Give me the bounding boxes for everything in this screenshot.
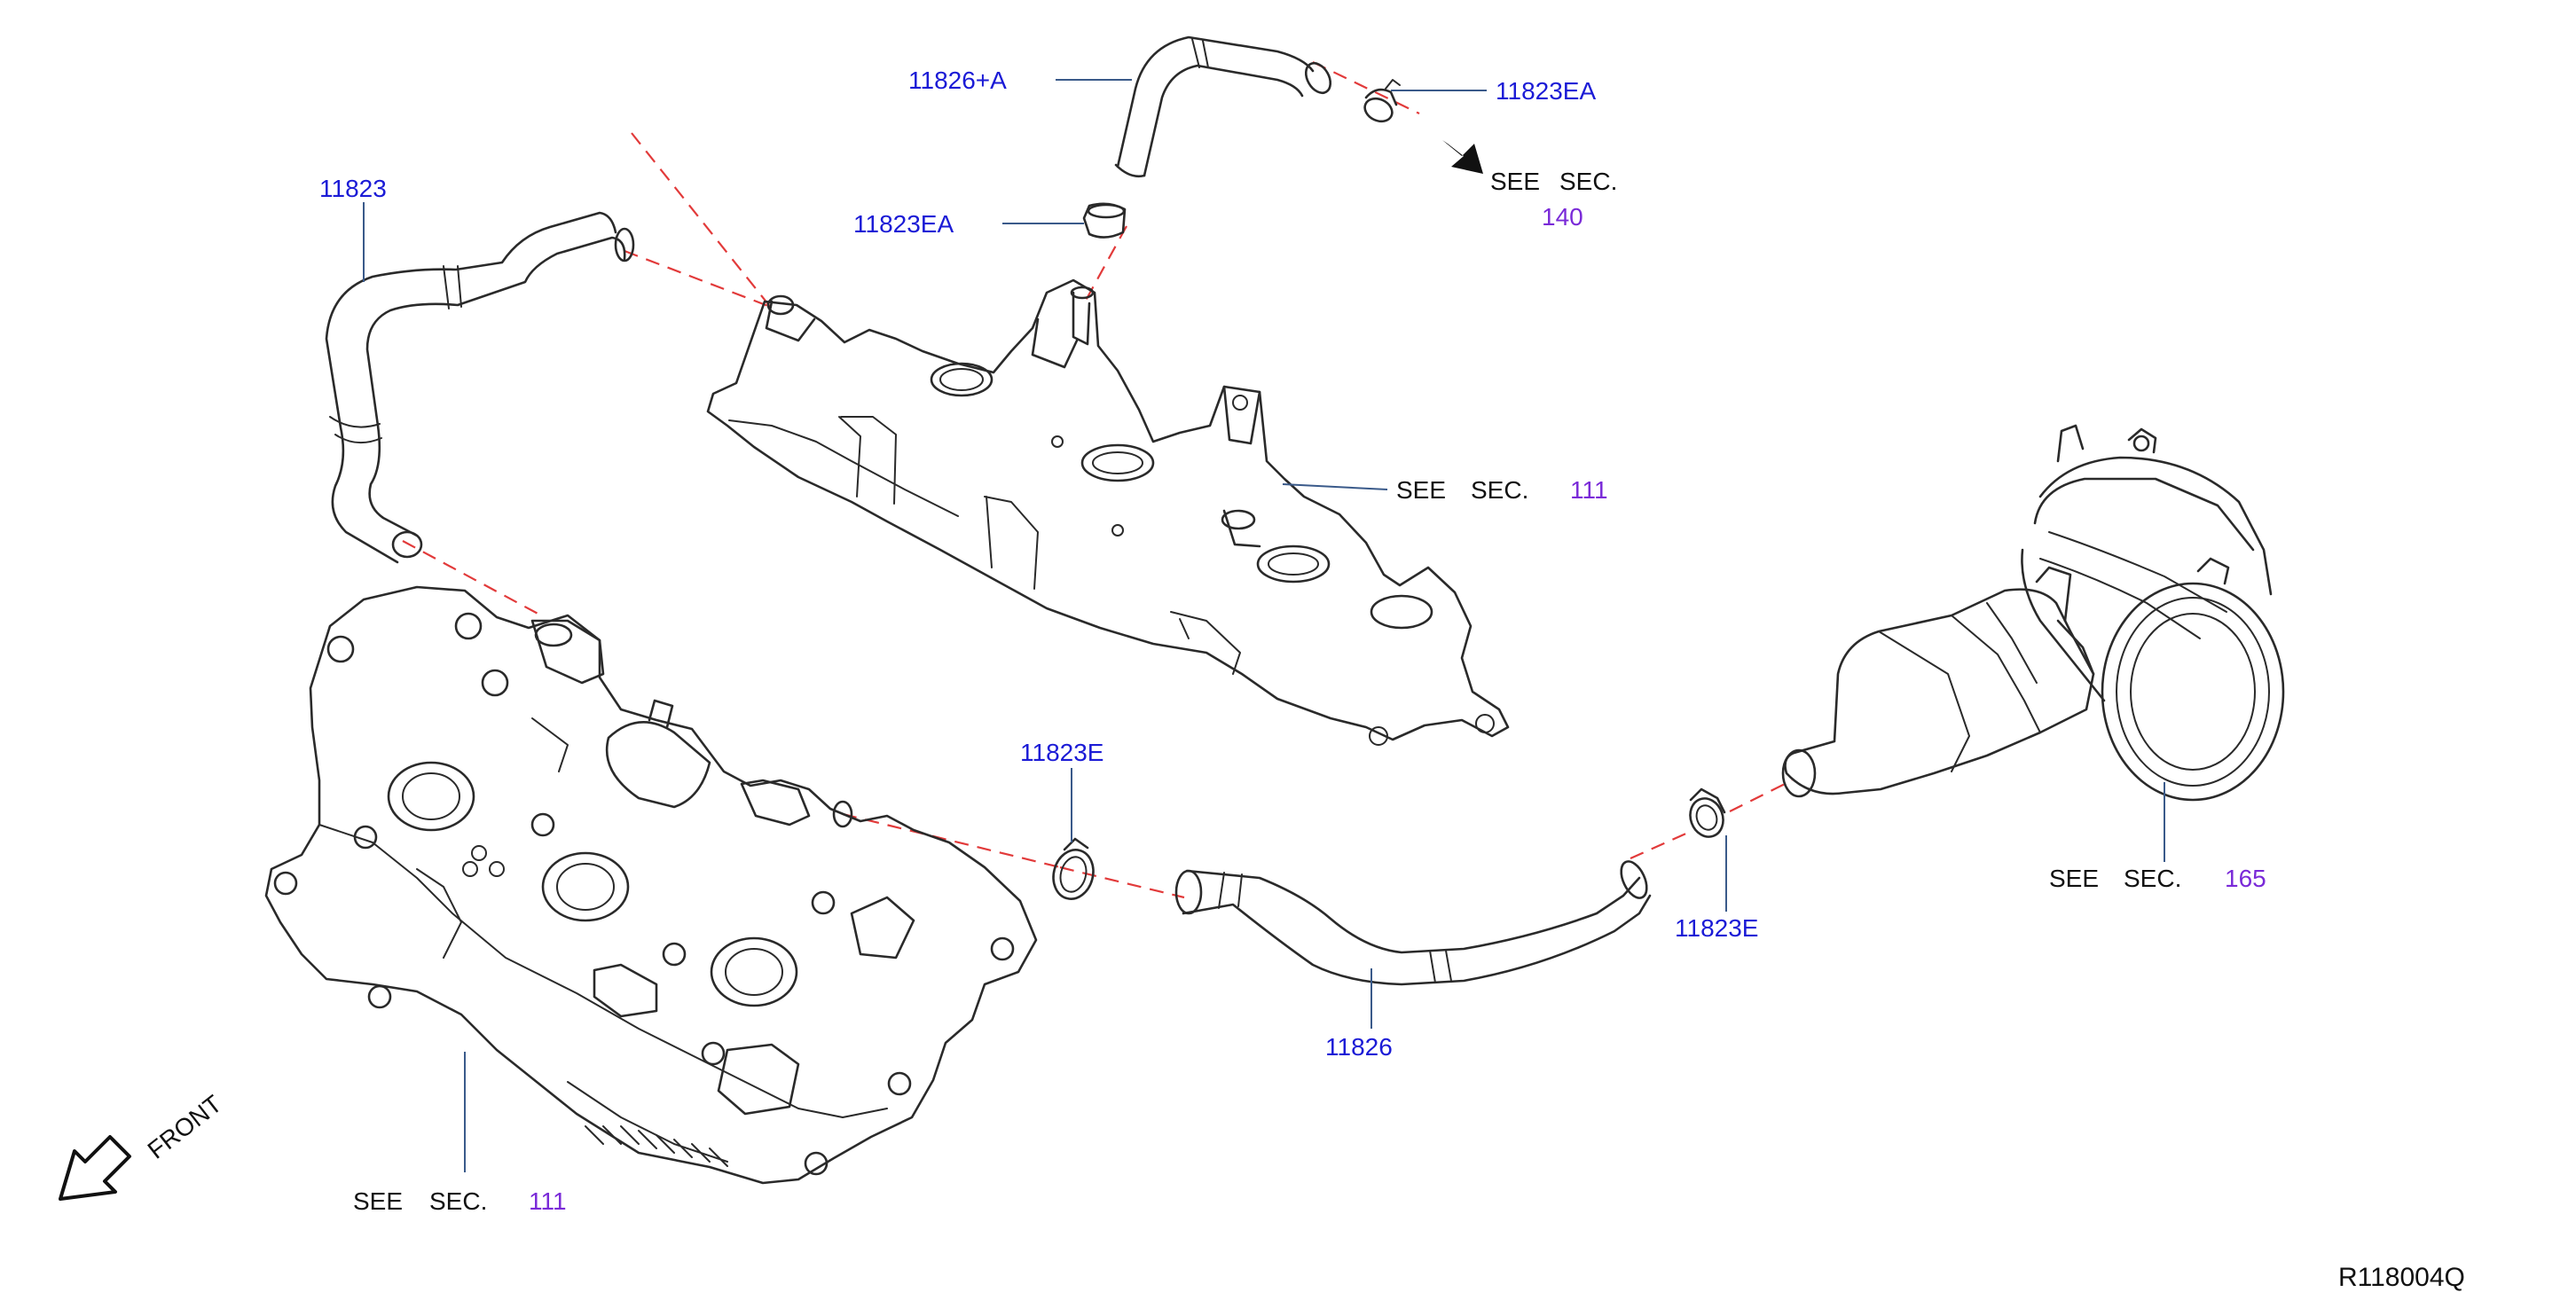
routing-lines xyxy=(402,61,1793,899)
leader-lines xyxy=(363,79,2165,1172)
callout-11823ea-mid: 11823EA xyxy=(853,210,954,238)
ref-see-label: SEE xyxy=(1490,168,1540,195)
ref-sec-165[interactable]: SEE SEC. 165 xyxy=(2049,865,2266,892)
callout-11823ea-top: 11823EA xyxy=(1496,77,1596,105)
ref-sec-111-lower[interactable]: SEE SEC. 111 xyxy=(353,1187,567,1215)
ref-see-label: SEE xyxy=(1396,476,1446,504)
clamp-11823e-left xyxy=(1052,837,1095,900)
valve-cover-lower xyxy=(264,585,1038,1185)
direction-arrow-icon xyxy=(1442,140,1483,174)
air-inlet-duct xyxy=(1781,424,2285,802)
ref-sec-140[interactable]: SEE SEC. 140 xyxy=(1490,168,1617,231)
ref-sec-label: SEC. xyxy=(1559,168,1617,195)
hose-11826a xyxy=(1114,35,1332,178)
callout-11826: 11826 xyxy=(1325,1033,1393,1061)
callout-11823e-left: 11823E xyxy=(1020,739,1103,766)
ref-sec-label: SEC. xyxy=(1471,476,1528,504)
callout-11823e-right: 11823E xyxy=(1675,914,1758,942)
ref-see-label: SEE xyxy=(353,1187,403,1215)
clamp-11823e-right xyxy=(1689,787,1726,838)
ref-sec-number[interactable]: 111 xyxy=(529,1187,567,1215)
ref-sec-number[interactable]: 140 xyxy=(1542,203,1583,231)
intake-manifold-upper xyxy=(706,278,1510,746)
callout-11823: 11823 xyxy=(319,175,387,202)
hose-11823 xyxy=(325,211,635,564)
front-arrow-icon xyxy=(59,1135,131,1201)
diagram-code: R118004Q xyxy=(2338,1263,2465,1292)
callout-11826a: 11826+A xyxy=(908,67,1007,94)
ref-see-label: SEE xyxy=(2049,865,2099,892)
ref-sec-label: SEC. xyxy=(2124,865,2181,892)
clamp-11823ea-mid xyxy=(1082,202,1127,239)
hose-11826 xyxy=(1174,860,1652,986)
ref-sec-number[interactable]: 165 xyxy=(2225,865,2266,892)
ref-sec-111-upper[interactable]: SEE SEC. 111 xyxy=(1396,476,1608,504)
ref-sec-number[interactable]: 111 xyxy=(1570,476,1608,504)
front-indicator: FRONT xyxy=(59,1090,227,1201)
clamp-11823ea-top xyxy=(1363,79,1401,123)
front-label: FRONT xyxy=(143,1090,227,1164)
ref-sec-label: SEC. xyxy=(429,1187,487,1215)
